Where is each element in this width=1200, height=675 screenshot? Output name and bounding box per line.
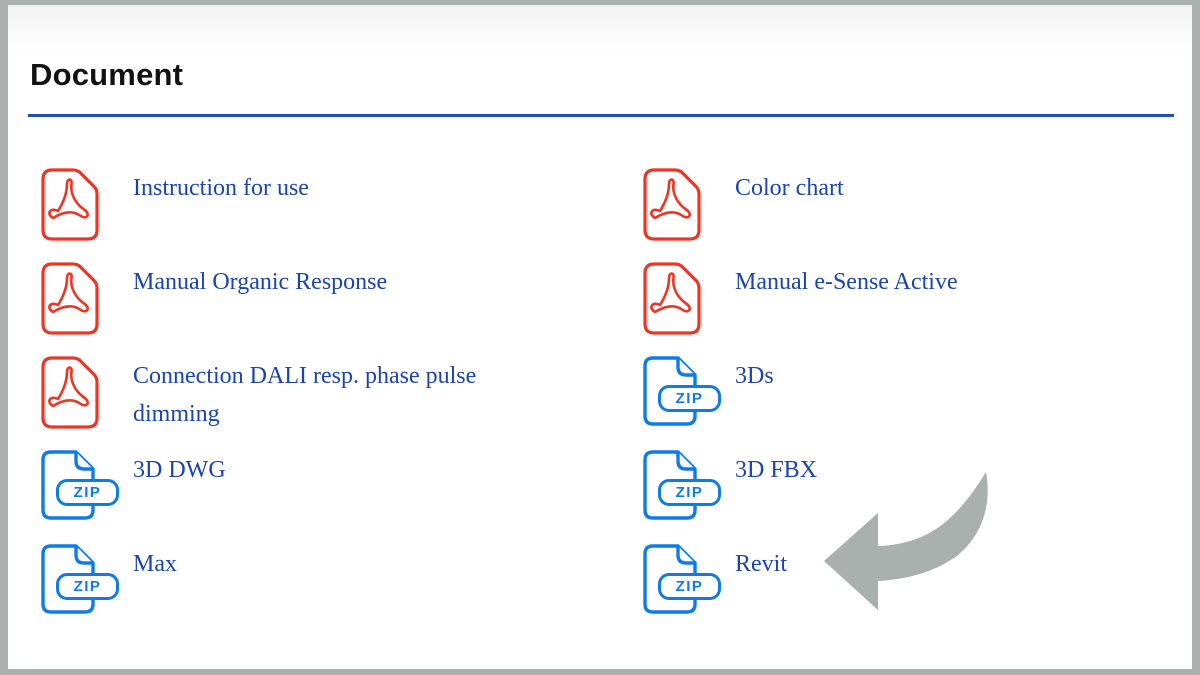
zip-badge-text: ZIP [675, 484, 704, 501]
document-list-left: Instruction for use Manual Organic Respo… [41, 168, 611, 638]
zip-badge-text: ZIP [675, 390, 704, 407]
pdf-file-icon [41, 168, 133, 246]
document-link-item[interactable]: ZIP Revit [643, 544, 1200, 638]
pdf-file-icon [643, 262, 735, 340]
zip-file-icon: ZIP [643, 450, 735, 520]
page-title: Document [30, 57, 184, 92]
zip-file-icon: ZIP [643, 356, 735, 426]
document-link-label[interactable]: Revit [735, 551, 787, 577]
document-link-item[interactable]: ZIP 3D DWG [41, 450, 611, 544]
zip-file-icon: ZIP [41, 544, 133, 614]
document-link-item[interactable]: ZIP 3Ds [643, 356, 1200, 450]
document-link-item[interactable]: ZIP 3D FBX [643, 450, 1200, 544]
document-link-label[interactable]: Instruction for use [133, 175, 309, 201]
document-link-label[interactable]: 3D DWG [133, 457, 226, 483]
document-link-item[interactable]: Manual e-Sense Active [643, 262, 1200, 356]
document-link-item[interactable]: Connection DALI resp. phase pulse dimmin… [41, 356, 611, 450]
document-link-item[interactable]: Manual Organic Response [41, 262, 611, 356]
zip-badge-text: ZIP [73, 484, 102, 501]
curved-arrow-icon [824, 472, 988, 610]
document-link-label[interactable]: Manual e-Sense Active [735, 269, 958, 295]
zip-file-icon: ZIP [643, 544, 735, 614]
document-link-item[interactable]: Color chart [643, 168, 1200, 262]
zip-badge: ZIP [658, 385, 721, 412]
document-link-label[interactable]: 3D FBX [735, 457, 818, 483]
zip-badge: ZIP [658, 573, 721, 600]
pdf-file-icon [643, 168, 735, 246]
zip-file-icon: ZIP [41, 450, 133, 520]
document-link-item[interactable]: ZIP Max [41, 544, 611, 638]
zip-badge-text: ZIP [675, 578, 704, 595]
document-link-label[interactable]: Manual Organic Response [133, 269, 388, 295]
pdf-file-icon [41, 262, 133, 340]
document-link-label[interactable]: Color chart [735, 175, 844, 201]
zip-badge: ZIP [658, 479, 721, 506]
document-list-right: Color chart Manual e-Sense Active ZIP 3D… [643, 168, 1200, 638]
document-link-label[interactable]: Max [133, 551, 177, 577]
zip-badge: ZIP [56, 573, 119, 600]
zip-badge: ZIP [56, 479, 119, 506]
title-underline [28, 114, 1174, 117]
pdf-file-icon [41, 356, 133, 434]
document-link-label[interactable]: Connection DALI resp. phase pulse dimmin… [133, 363, 477, 427]
zip-badge-text: ZIP [73, 578, 102, 595]
document-page: Document Instruction for use Manual Orga… [8, 5, 1192, 669]
document-link-label[interactable]: 3Ds [735, 363, 774, 389]
document-link-item[interactable]: Instruction for use [41, 168, 611, 262]
